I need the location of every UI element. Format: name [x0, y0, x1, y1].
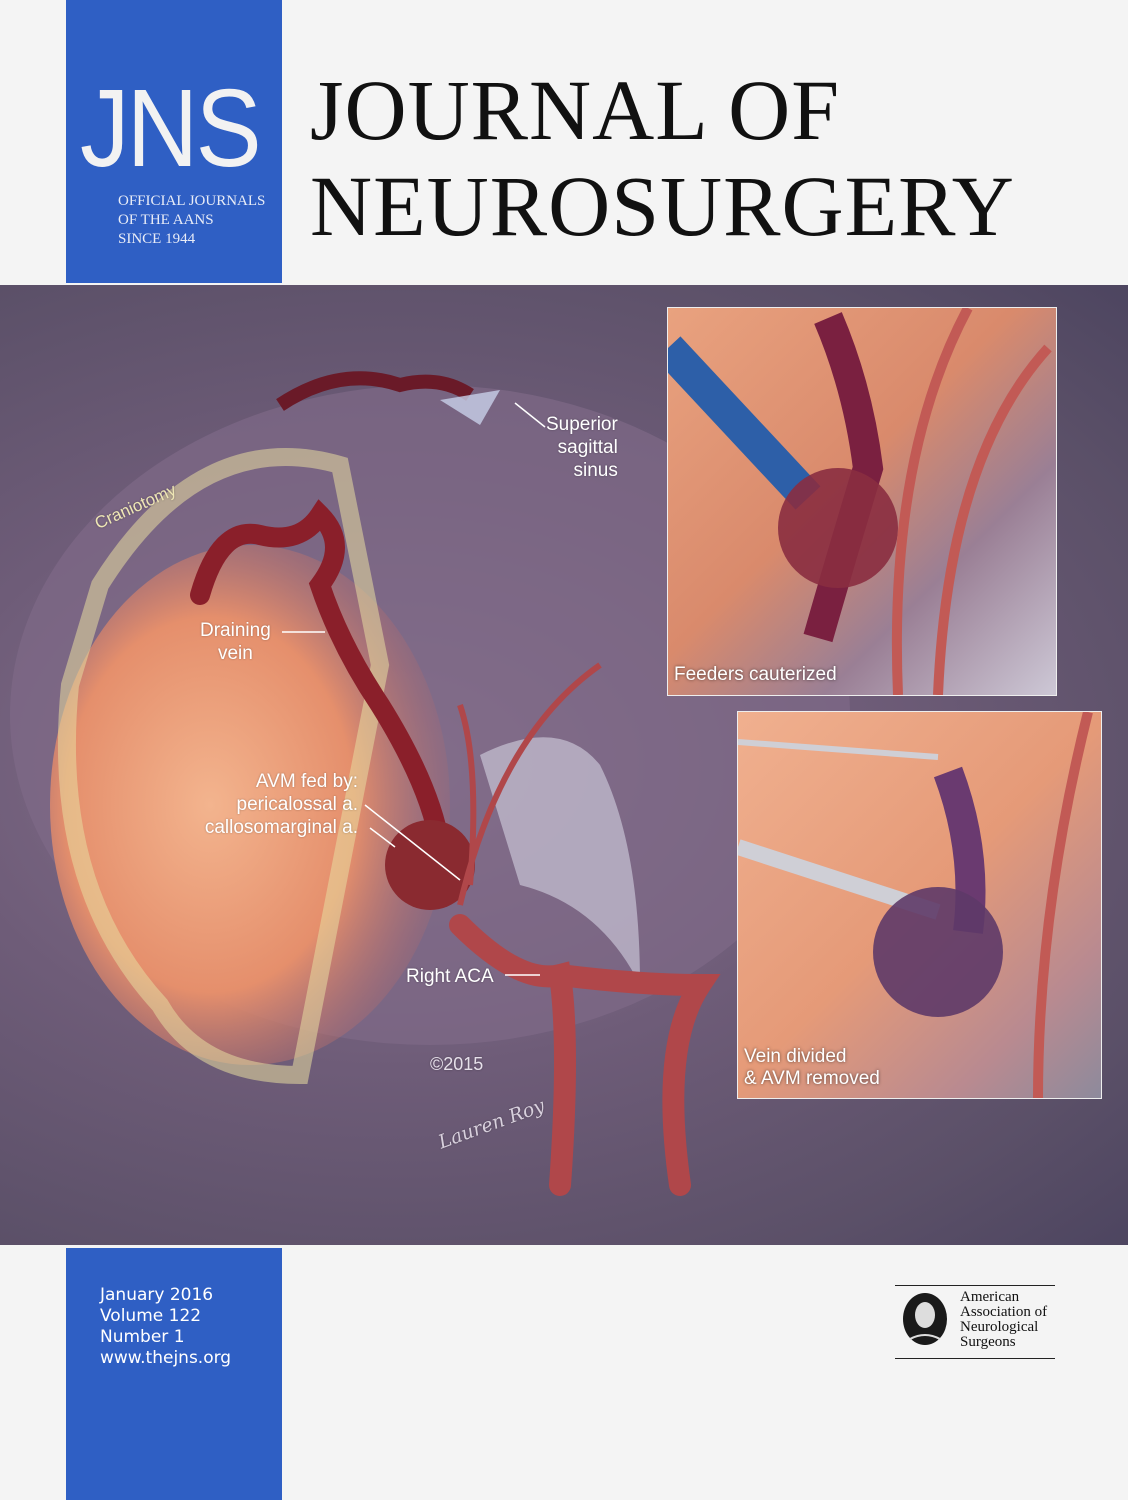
- label-line: sagittal: [557, 437, 618, 458]
- arteries: [891, 308, 1052, 695]
- journal-url[interactable]: www.thejns.org: [100, 1348, 232, 1368]
- title-line: NEUROSURGERY: [310, 158, 1015, 254]
- bipolar-forceps: [668, 336, 821, 510]
- issue-volume: Volume 122: [100, 1306, 202, 1326]
- leader-lines: [282, 402, 546, 976]
- label-line: AVM fed by:: [255, 771, 358, 792]
- aans-name-line: Association of: [960, 1304, 1048, 1320]
- avm-nidus: [778, 468, 898, 588]
- aans-logo: American Association of Neurological Sur…: [895, 1285, 1055, 1359]
- label-superior-sagittal-sinus: Superior sagittal sinus: [546, 413, 618, 482]
- label-line: Superior: [546, 414, 618, 435]
- journal-title: JOURNAL OF NEUROSURGERY: [310, 62, 1015, 254]
- caption-line: Feeders cauterized: [674, 664, 837, 685]
- issue-info: January 2016 Volume 122 Number 1 www.the…: [100, 1285, 231, 1369]
- copyright: ©2015: [430, 1054, 484, 1074]
- aans-name: American Association of Neurological Sur…: [960, 1290, 1047, 1350]
- inset-2-art: [738, 712, 1093, 1098]
- label-line: vein: [217, 643, 253, 664]
- inset-caption: Vein divided & AVM removed: [744, 1046, 880, 1090]
- tagline-line: OF THE AANS: [118, 212, 214, 228]
- feeder-arteries: [457, 662, 602, 906]
- label-line: sinus: [573, 460, 618, 481]
- harvey-cushing-seal: [903, 1293, 947, 1345]
- title-line: JOURNAL OF: [310, 62, 841, 158]
- caption-line: Vein divided: [744, 1046, 847, 1067]
- scissors: [738, 739, 939, 760]
- caption-line: & AVM removed: [744, 1068, 880, 1089]
- aans-name-line: Surgeons: [960, 1334, 1016, 1350]
- label-line: callosomarginal a.: [204, 817, 358, 838]
- aans-name-line: Neurological: [960, 1319, 1039, 1335]
- cover-illustration: Superior sagittal sinus Craniotomy Drain…: [0, 285, 1128, 1245]
- masthead-blue-band: [66, 0, 282, 283]
- issue-blue-band: [66, 1248, 282, 1500]
- ventricle: [480, 737, 640, 985]
- label-draining-vein: Draining vein: [200, 619, 271, 665]
- artery: [1033, 712, 1093, 1098]
- tagline-line: OFFICIAL JOURNALS: [118, 193, 266, 209]
- inset-1-art: [668, 308, 1052, 695]
- masthead-tagline: OFFICIAL JOURNALS OF THE AANS SINCE 1944: [118, 192, 265, 249]
- label-avm: AVM fed by: pericalossal a. callosomargi…: [192, 770, 358, 839]
- draining-vein: [190, 499, 450, 855]
- inset-vein-divided: Vein divided & AVM removed: [737, 711, 1102, 1099]
- sagittal-sinus: [440, 390, 500, 425]
- jns-logo: JNS: [80, 67, 262, 190]
- aans-name-line: American: [960, 1289, 1020, 1305]
- vein: [803, 312, 884, 643]
- label-right-aca: Right ACA: [406, 966, 494, 987]
- vein-upper: [276, 371, 474, 411]
- brain-avm-illustration: [10, 371, 850, 1196]
- label-line: Draining: [200, 620, 271, 641]
- issue-date: January 2016: [100, 1285, 214, 1305]
- avm-nidus: [385, 820, 475, 910]
- label-line: pericalossal a.: [236, 794, 358, 815]
- tagline-line: SINCE 1944: [118, 231, 196, 247]
- avm-removed: [873, 887, 1003, 1017]
- issue-number: Number 1: [100, 1327, 185, 1347]
- inset-feeders-cauterized: Feeders cauterized: [667, 307, 1057, 696]
- inset-caption: Feeders cauterized: [674, 664, 837, 686]
- craniotomy-outline: [57, 448, 390, 1085]
- anterior-cerebral-artery: [449, 914, 721, 1196]
